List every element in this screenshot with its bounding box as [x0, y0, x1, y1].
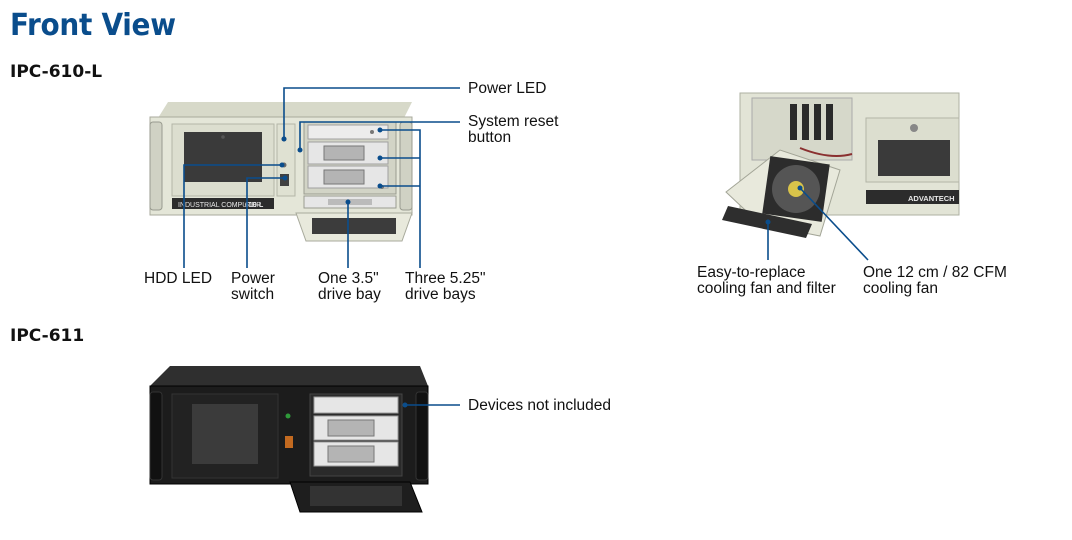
- callout-power-led: Power LED: [468, 80, 547, 97]
- callout-devices-not-included: Devices not included: [468, 397, 612, 414]
- callout-hdd-led: HDD LED: [144, 270, 213, 287]
- callout-fan-and-filter: Easy-to-replace cooling fan and filter: [697, 264, 836, 297]
- callout-cooling-fan: One 12 cm / 82 CFM cooling fan: [863, 264, 1007, 297]
- model-heading-ipc-610-l: IPC-610-L: [10, 62, 103, 82]
- callout-3-5-drive-bay: One 3.5" drive bay: [318, 270, 381, 303]
- chassis-badge-model: 610-L: [245, 202, 264, 209]
- callout-5-25-drive-bays: Three 5.25" drive bays: [405, 270, 486, 303]
- model-heading-ipc-611: IPC-611: [10, 326, 85, 346]
- page-title: Front View: [10, 8, 176, 43]
- callout-power-switch: Power switch: [231, 270, 275, 303]
- chassis-badge-text: INDUSTRIAL COMPUTER: [178, 202, 261, 209]
- brand-label: ADVANTECH: [908, 194, 955, 203]
- vent-grille: [184, 132, 262, 182]
- callout-system-reset-button: System reset button: [468, 113, 559, 146]
